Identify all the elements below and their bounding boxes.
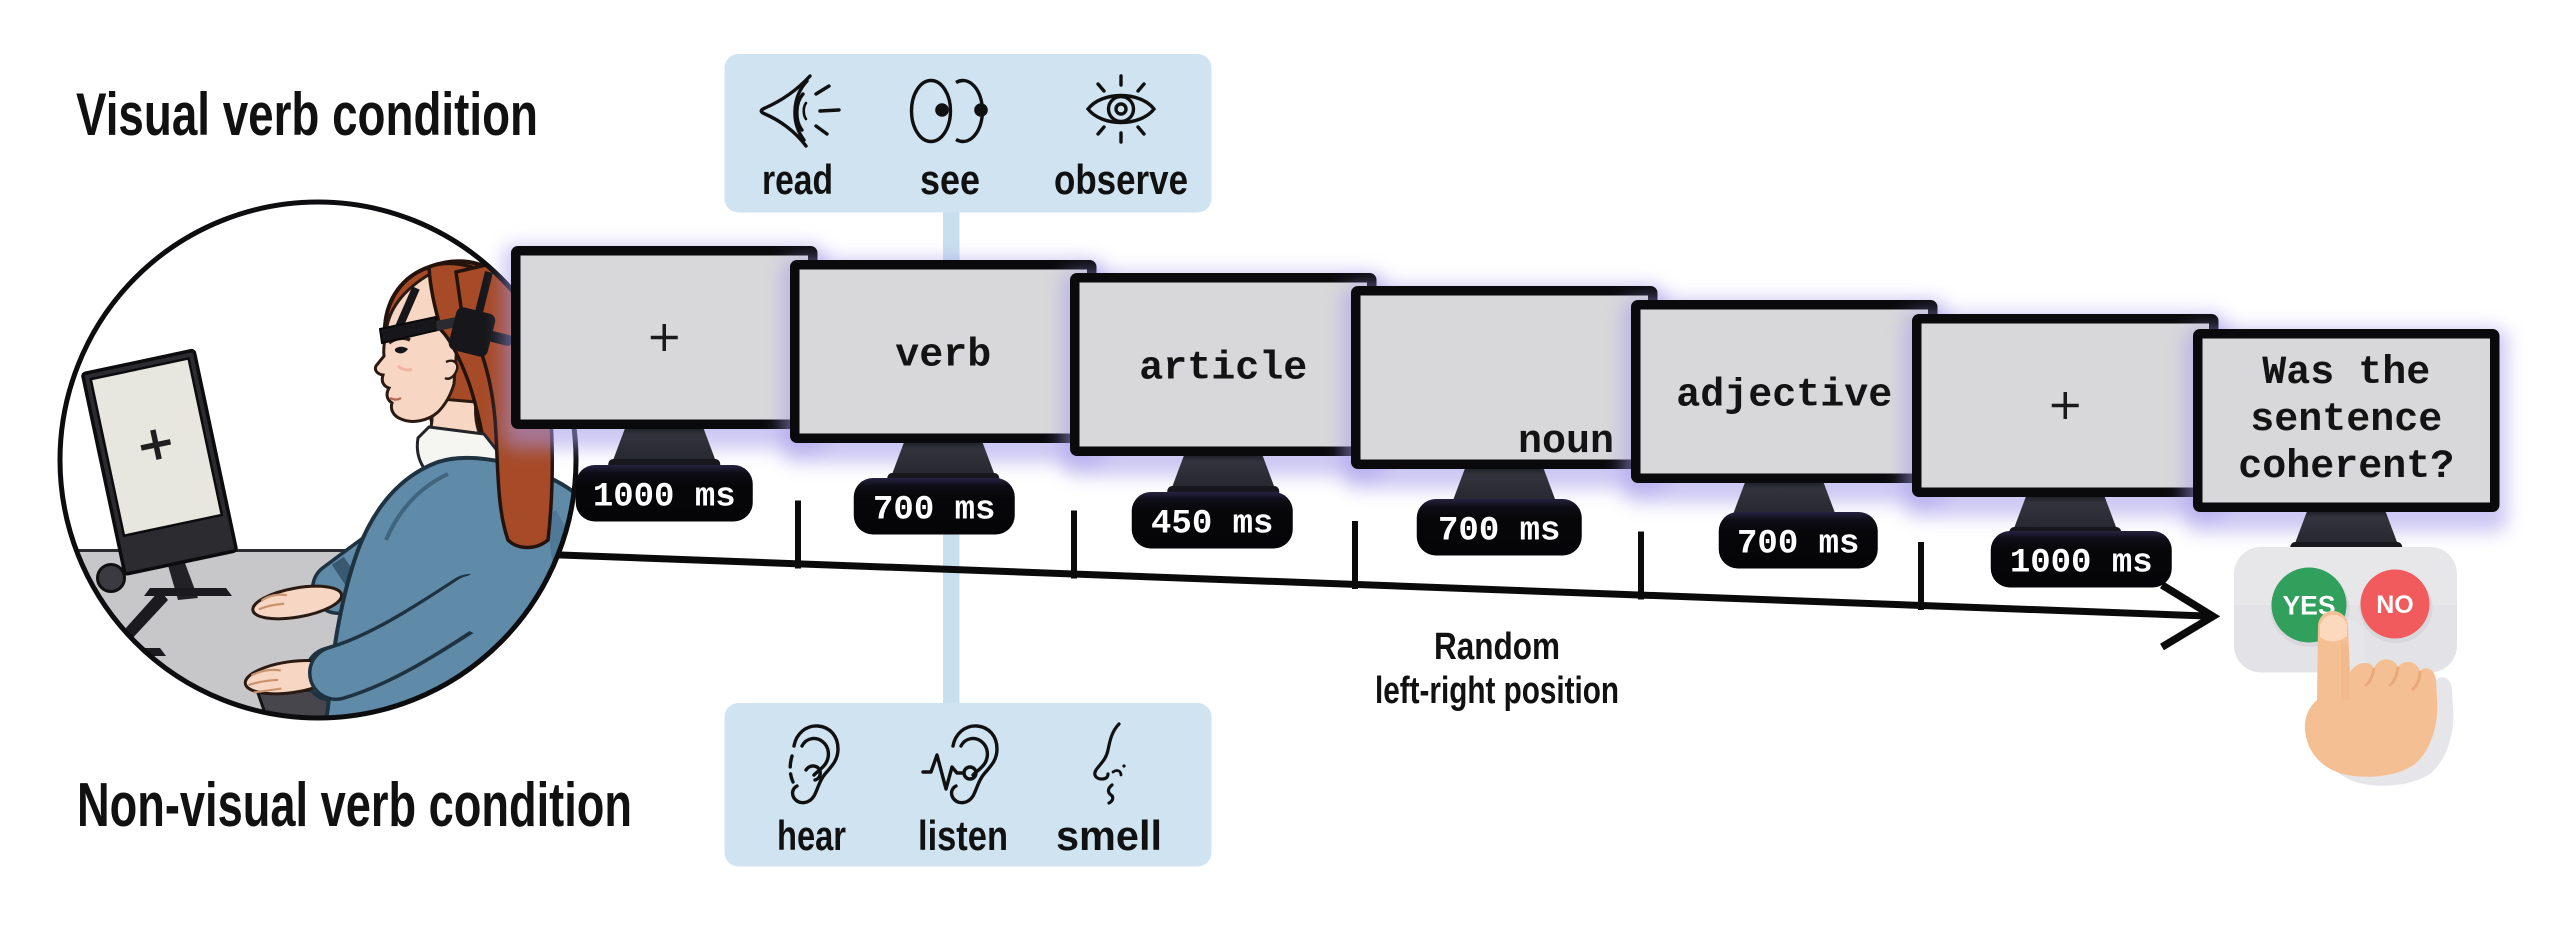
svg-text:noun: noun	[1518, 420, 1614, 465]
svg-text:smell: smell	[1056, 812, 1162, 859]
svg-text:adjective: adjective	[1676, 374, 1892, 419]
svg-text:Non-visual verb condition: Non-visual verb condition	[77, 771, 632, 840]
svg-text:hear: hear	[777, 812, 846, 859]
svg-text:Random: Random	[1434, 626, 1560, 668]
svg-text:sentence: sentence	[2250, 398, 2442, 443]
svg-text:observe: observe	[1054, 156, 1188, 203]
svg-text:see: see	[920, 156, 980, 203]
svg-text:Visual verb condition: Visual verb condition	[76, 81, 538, 148]
svg-text:700 ms: 700 ms	[873, 492, 995, 530]
svg-text:article: article	[1139, 347, 1307, 392]
svg-text:verb: verb	[895, 334, 991, 379]
svg-text:coherent?: coherent?	[2238, 445, 2454, 490]
svg-text:left-right position: left-right position	[1375, 670, 1619, 712]
svg-text:700 ms: 700 ms	[1438, 513, 1560, 551]
svg-text:450 ms: 450 ms	[1151, 506, 1273, 544]
svg-text:listen: listen	[918, 812, 1008, 859]
svg-text:700 ms: 700 ms	[1737, 526, 1859, 564]
svg-text:Was the: Was the	[2262, 351, 2430, 396]
svg-text:read: read	[762, 156, 833, 203]
svg-text:NO: NO	[2376, 591, 2414, 619]
svg-text:1000 ms: 1000 ms	[2010, 545, 2153, 583]
svg-text:1000 ms: 1000 ms	[593, 479, 736, 517]
